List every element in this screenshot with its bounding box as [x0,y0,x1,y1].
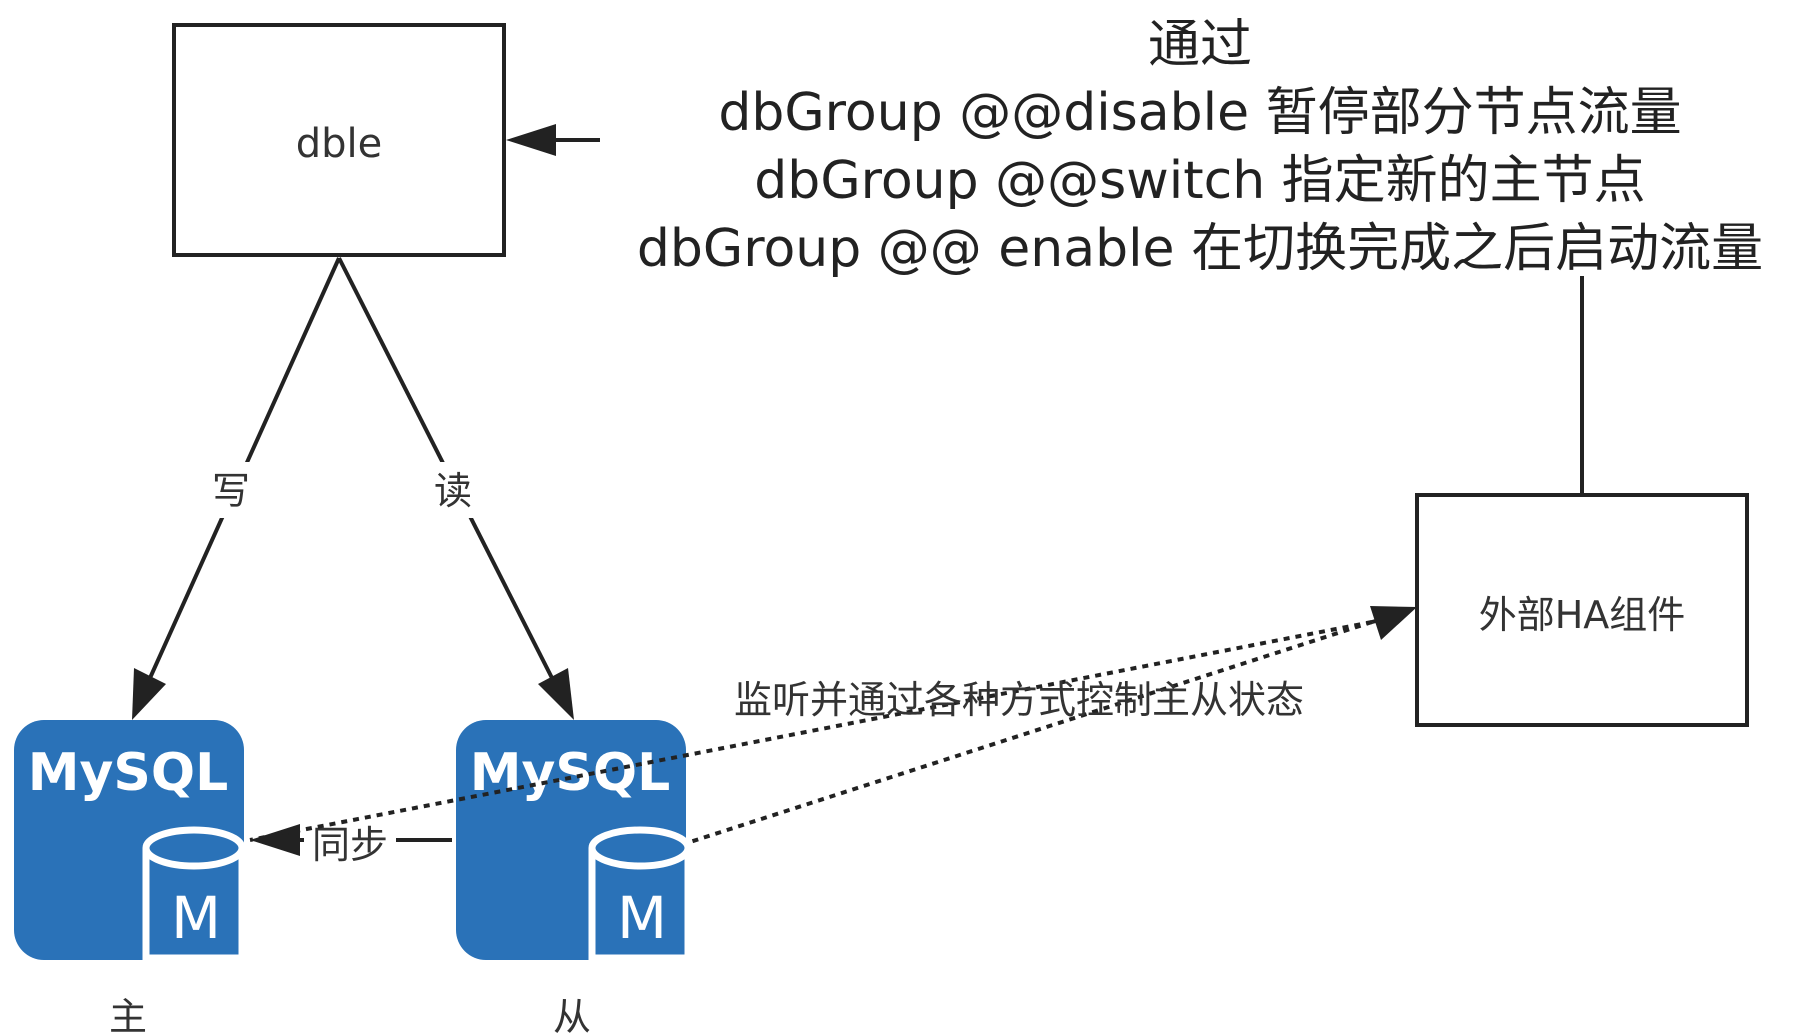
master-mysql-icon: MySQL M [14,720,246,962]
read-label: 读 [434,469,472,513]
monitor-arrow-head [1370,606,1417,640]
master-cylinder-top [142,826,246,870]
command-arrow-head [506,124,556,156]
monitor-edge: 监听并通过各种方式控制主从状态 [249,606,1417,844]
dble-box [172,23,506,257]
master-mysql-word: MySQL [28,743,228,803]
command-line-1: 通过 [1148,15,1252,75]
monitor-label: 监听并通过各种方式控制主从状态 [734,678,1304,722]
read-edge-head [538,668,574,720]
master-badge: M [171,884,221,952]
sync-label: 同步 [312,823,388,867]
ha-label: 外部HA组件 [1479,593,1686,637]
master-cylinder-body [142,848,246,962]
command-text-block: 通过 dbGroup @@disable 暂停部分节点流量 dbGroup @@… [637,15,1763,279]
ha-node: 外部HA组件 [1415,493,1749,727]
slave-mysql-icon: MySQL M [456,720,692,962]
sync-edge-head [250,824,300,856]
write-label-bg [206,462,256,518]
dble-label: dble [296,121,383,167]
slave-mysql-word: MySQL [470,743,670,803]
slave-caption: 从 [553,995,591,1034]
read-edge: 读 [337,257,574,720]
slave-badge: M [617,884,667,952]
write-edge-head [132,668,166,720]
ha-box [1415,493,1749,727]
dble-node: dble [172,23,506,257]
command-arrow [506,124,600,156]
read-label-bg [428,462,478,518]
command-line-3: dbGroup @@switch 指定新的主节点 [754,151,1645,211]
master-caption: 主 [109,995,147,1034]
command-line-4: dbGroup @@ enable 在切换完成之后启动流量 [637,219,1763,279]
monitor-line-slave [689,620,1373,844]
sync-edge: 同步 [250,818,452,868]
slave-cylinder-body [588,848,692,962]
command-line-2: dbGroup @@disable 暂停部分节点流量 [718,83,1681,143]
write-label: 写 [212,469,250,513]
slave-cylinder-top [588,826,692,870]
write-edge: 写 [132,257,341,720]
monitor-line-master [249,620,1373,842]
